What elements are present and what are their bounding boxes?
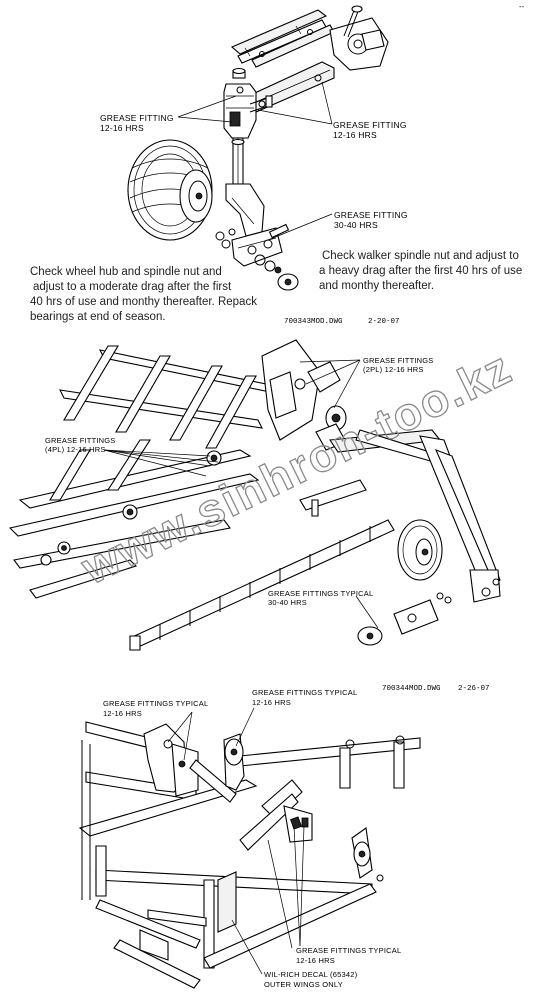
callout-grease-fitting-a: GREASE FITTING 12-16 HRS xyxy=(100,95,237,133)
callout-fittings-4pl: GREASE FITTINGS (4PL) 12-16 HRS xyxy=(45,436,219,477)
drawing-date: 2-20-07 xyxy=(368,318,400,326)
callout-text: GREASE FITTING xyxy=(333,120,407,130)
callout-text: GREASE FITTING xyxy=(100,113,174,123)
decal-text: OUTER WINGS ONLY xyxy=(264,980,343,989)
callout-text: GREASE FITTINGS TYPICAL xyxy=(103,699,208,708)
drawing-id: 700344MOD.DWG xyxy=(382,685,441,693)
drawing-id: 700343MOD.DWG xyxy=(284,318,343,326)
callout-fittings-typical-center: GREASE FITTINGS TYPICAL 12-16 HRS xyxy=(235,688,357,747)
callout-fittings-typical-bottom: GREASE FITTINGS TYPICAL 12-16 HRS xyxy=(267,825,401,965)
center-lift-arm xyxy=(223,733,313,851)
callout-text: 30-40 HRS xyxy=(268,598,307,607)
hub-parts xyxy=(215,223,299,291)
callout-grease-fitting-c: GREASE FITTING 30-40 HRS xyxy=(267,210,408,241)
spindle-post xyxy=(231,137,245,185)
callout-text: GREASE FITTINGS TYPICAL xyxy=(268,589,373,598)
callout-text: GREASE FITTING xyxy=(334,210,408,220)
cross-members xyxy=(49,345,257,501)
corner-mark: -- xyxy=(519,2,525,11)
callout-fittings-typical-30-40: GREASE FITTINGS TYPICAL 30-40 HRS xyxy=(268,589,379,629)
drawing-date: 2-26-07 xyxy=(458,685,490,693)
left-edge-tubes xyxy=(81,740,169,961)
tire xyxy=(127,139,213,241)
note-line: and monthy thereafter. xyxy=(319,280,434,292)
callout-text: (4PL) 12-16 HRS xyxy=(45,445,106,454)
decal-text: WIL-RICH DECAL (65342) xyxy=(264,970,358,979)
callout-text: GREASE FITTINGS TYPICAL xyxy=(296,946,401,955)
upper-link-bars xyxy=(230,9,335,68)
callout-decal: WIL-RICH DECAL (65342) OUTER WINGS ONLY xyxy=(231,919,358,989)
left-hinge-bracket xyxy=(143,723,237,803)
callout-text: GREASE FITTINGS xyxy=(45,436,116,445)
note-line: adjust to a moderate drag after the firs… xyxy=(33,281,232,293)
pivot-points xyxy=(40,450,222,566)
note-line: Check wheel hub and spindle nut and xyxy=(30,266,222,278)
swing-arm xyxy=(225,183,283,267)
right-hinge-bracket xyxy=(351,827,384,882)
frame-rails xyxy=(8,349,271,599)
callout-text: 12-16 HRS xyxy=(103,709,142,718)
callout-text: GREASE FITTINGS TYPICAL xyxy=(252,688,357,697)
rear-crossbar xyxy=(239,735,421,789)
callout-text: (2PL) 12-16 HRS xyxy=(363,365,424,374)
wheel-hub-note: Check wheel hub and spindle nut and adju… xyxy=(30,266,257,323)
callout-fittings-typical-left: GREASE FITTINGS TYPICAL 12-16 HRS xyxy=(103,699,208,761)
callout-grease-fitting-b: GREASE FITTING 12-16 HRS xyxy=(257,81,407,140)
callout-text: 12-16 HRS xyxy=(333,130,377,140)
callout-fittings-2pl: GREASE FITTINGS (2PL) 12-16 HRS xyxy=(299,356,434,409)
wil-rich-decal xyxy=(217,871,237,933)
walker-spindle-note: Check walker spindle nut and adjust to a… xyxy=(319,250,522,292)
frame-overview-drawing xyxy=(8,339,501,651)
callout-text: 12-16 HRS xyxy=(252,698,291,707)
lift-frame xyxy=(261,339,347,451)
callout-text: 30-40 HRS xyxy=(334,220,378,230)
callout-text: 12-16 HRS xyxy=(296,956,335,965)
tongue-beam xyxy=(329,429,501,603)
frame-tire xyxy=(397,519,443,581)
shank-row xyxy=(129,479,395,651)
callout-text: 12-16 HRS xyxy=(100,123,144,133)
adjuster-bracket xyxy=(329,5,389,71)
drawing-reference-top: 700343MOD.DWG 2-20-07 xyxy=(284,318,400,326)
note-line: bearings at end of season. xyxy=(30,311,166,323)
grease-cap xyxy=(232,67,246,79)
note-line: Check walker spindle nut and adjust to xyxy=(322,250,519,262)
lower-link-bar xyxy=(243,61,335,113)
frame-hub-parts xyxy=(357,592,452,646)
drawing-reference-middle: 700344MOD.DWG 2-26-07 xyxy=(382,685,490,693)
note-line: a heavy drag after the first 40 hrs of u… xyxy=(319,265,522,277)
note-line: 40 hrs of use and monthy thereafter. Rep… xyxy=(30,296,257,308)
wheel-assembly-drawing xyxy=(127,5,389,291)
callout-text: GREASE FITTINGS xyxy=(363,356,434,365)
